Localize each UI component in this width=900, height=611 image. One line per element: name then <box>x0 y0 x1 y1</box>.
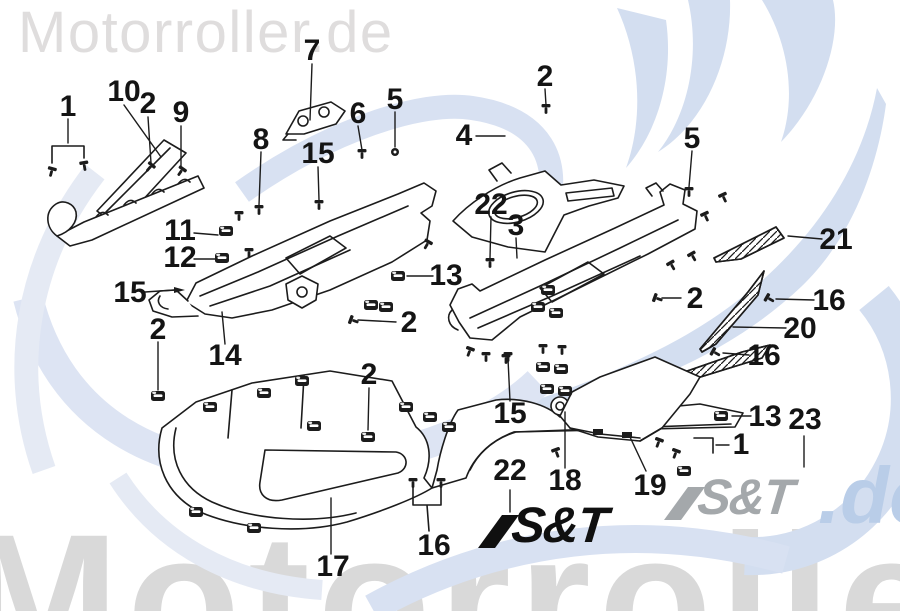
callout-9: 9 <box>172 96 190 129</box>
callout-15a: 15 <box>301 137 335 170</box>
callout-23: 23 <box>788 403 822 436</box>
callout-19: 19 <box>633 469 667 502</box>
callout-20: 20 <box>783 312 817 345</box>
part-19-bracket-plate <box>559 356 701 442</box>
part-4-front-inner-cover <box>452 162 625 253</box>
part-3-floor-panel-right <box>447 182 698 341</box>
callout-2e: 2 <box>149 313 167 346</box>
callout-10: 10 <box>107 75 141 108</box>
watermark-motorroller-top: Motorroller.de <box>18 0 394 65</box>
part-7-bracket <box>282 101 346 141</box>
part-20-trim-blade <box>699 270 765 353</box>
st-logo-gray-text: S&T <box>695 469 795 525</box>
part-21-trim-wedge <box>713 226 785 263</box>
callout-15c: 15 <box>493 397 527 430</box>
part-1-bracket-left <box>51 145 85 164</box>
callout-16b: 16 <box>747 339 781 372</box>
callout-2d: 2 <box>400 306 418 339</box>
part-9-step-rail <box>47 175 205 247</box>
callout-12: 12 <box>163 241 197 274</box>
callout-15b: 15 <box>113 276 147 309</box>
callout-leader-lines <box>67 63 823 555</box>
part-1-bracket-right <box>693 437 714 454</box>
part-17-under-cover <box>158 370 744 530</box>
callout-13a: 13 <box>429 259 463 292</box>
callout-14: 14 <box>208 339 242 372</box>
callout-2a: 2 <box>139 87 157 120</box>
callout-18: 18 <box>548 464 582 497</box>
callout-17: 17 <box>316 550 350 583</box>
callout-5a: 5 <box>386 83 404 116</box>
watermark-domain-de: .de <box>818 451 900 540</box>
callout-8: 8 <box>252 123 270 156</box>
part-16-bracket-bottom <box>412 485 442 532</box>
callout-5b: 5 <box>683 122 701 155</box>
callout-1b: 1 <box>732 428 750 461</box>
callout-3: 3 <box>507 209 525 242</box>
callout-2f: 2 <box>360 358 378 391</box>
callout-7: 7 <box>303 34 321 67</box>
callout-2c: 2 <box>686 282 704 315</box>
callout-21: 21 <box>819 223 853 256</box>
callout-16a: 16 <box>812 284 846 317</box>
callout-2b: 2 <box>536 60 554 93</box>
callout-11: 11 <box>164 214 196 247</box>
callout-22b: 22 <box>493 454 527 487</box>
st-logo-black-text: S&T <box>509 497 609 553</box>
callout-13b: 13 <box>748 400 782 433</box>
callout-4: 4 <box>455 119 473 152</box>
st-logo-gray: S&T <box>664 469 795 525</box>
st-logo-black: S&T <box>478 497 609 553</box>
callout-16c: 16 <box>417 529 451 562</box>
callout-1: 1 <box>59 90 77 123</box>
callout-22a: 22 <box>474 188 508 221</box>
callout-6: 6 <box>349 97 367 130</box>
